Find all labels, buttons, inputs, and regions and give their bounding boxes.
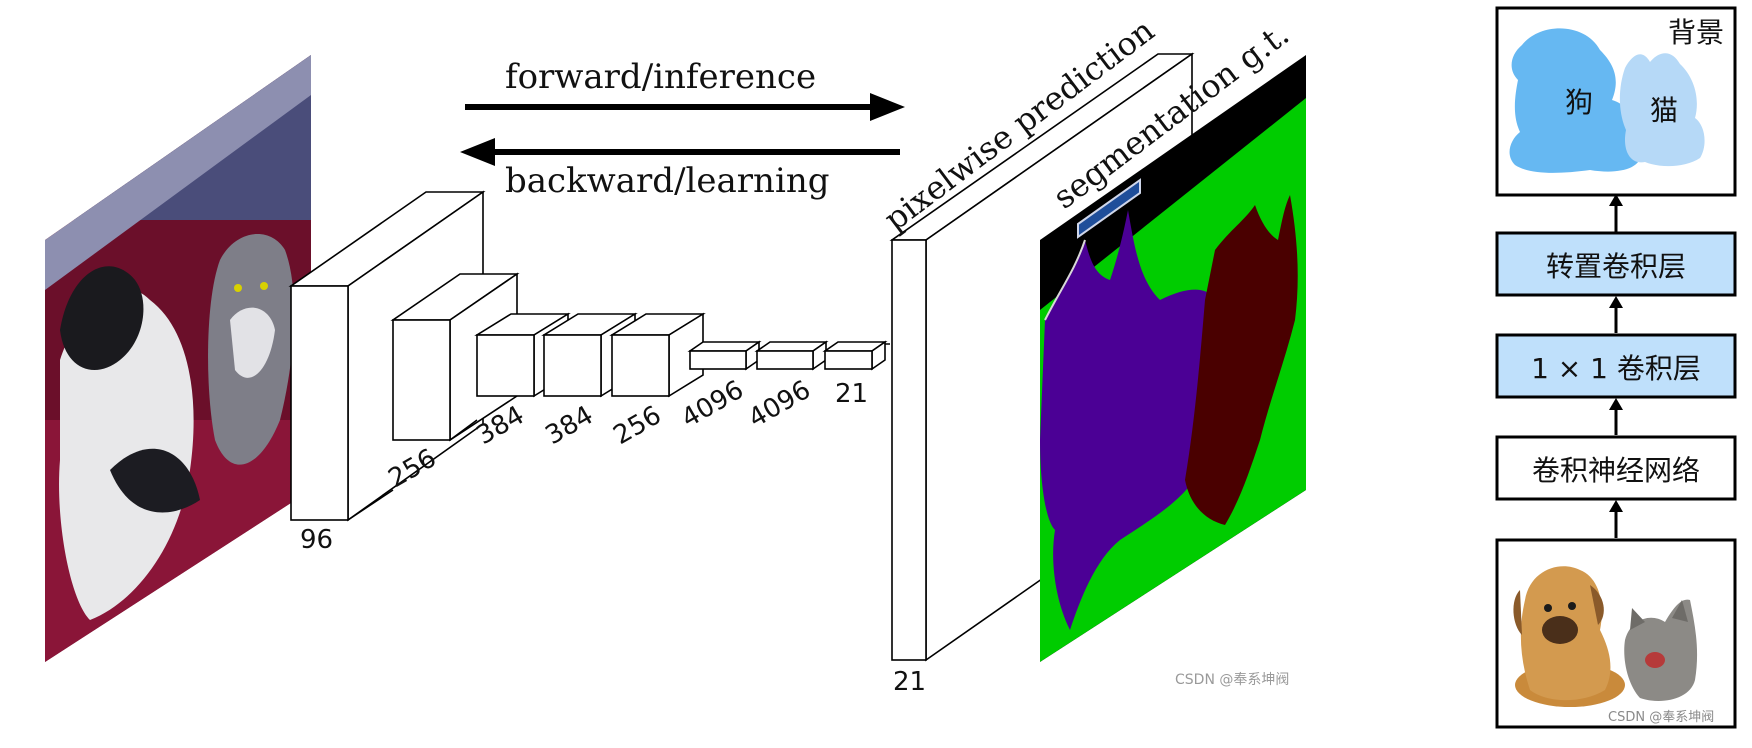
forward-arrow: forward/inference xyxy=(465,57,905,121)
dog-mask xyxy=(1509,28,1641,173)
watermark-small: CSDN @奉系坤阀 xyxy=(1608,710,1714,725)
label-384-b: 384 xyxy=(541,400,599,451)
conv1x1-box xyxy=(1495,333,1737,399)
transpose-conv-label: 转置卷积层 xyxy=(1546,250,1686,283)
layer-block-21 xyxy=(822,340,888,371)
backward-arrow: backward/learning xyxy=(460,138,900,201)
pipeline: 背景 狗 猫 转置卷积层 1 × 1 卷积层 卷积神经网络 xyxy=(1495,6,1737,729)
forward-label: forward/inference xyxy=(505,57,816,97)
background-label: 背景 xyxy=(1668,16,1724,49)
label-21-pred: 21 xyxy=(893,667,926,697)
layer-block-256-b xyxy=(609,312,706,398)
layer-block-4096-a xyxy=(687,340,762,371)
cnn-box xyxy=(1495,435,1737,501)
transpose-conv-box xyxy=(1495,231,1737,297)
label-21: 21 xyxy=(835,379,868,409)
cat-mask xyxy=(1619,53,1705,167)
cnn-layers xyxy=(288,190,888,522)
label-256-b: 256 xyxy=(609,400,667,451)
backward-label: backward/learning xyxy=(505,161,829,201)
cat-label: 猫 xyxy=(1650,94,1678,127)
cnn-label: 卷积神经网络 xyxy=(1532,454,1700,487)
label-96: 96 xyxy=(300,525,333,555)
dog-label: 狗 xyxy=(1565,86,1593,119)
conv1x1-label: 1 × 1 卷积层 xyxy=(1531,352,1701,385)
puppy-kitten-photo xyxy=(1513,566,1698,707)
layer-block-4096-b xyxy=(754,340,829,371)
watermark: CSDN @奉系坤阀 xyxy=(1175,672,1289,688)
label-4096-b: 4096 xyxy=(744,375,816,434)
input-photo xyxy=(45,55,311,662)
